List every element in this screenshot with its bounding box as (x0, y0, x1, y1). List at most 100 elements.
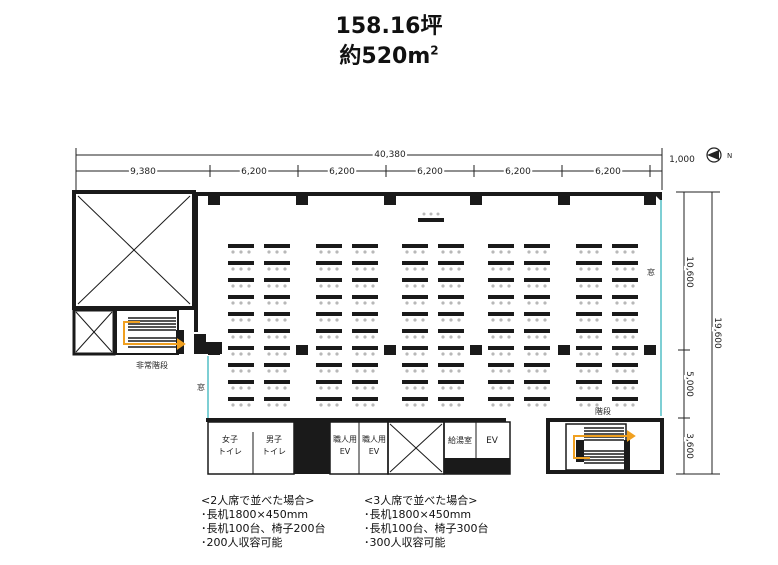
chair (543, 369, 547, 373)
dim-span-1: 9,380 (130, 167, 156, 177)
chair (543, 250, 547, 254)
chair (507, 250, 511, 254)
chair (623, 318, 627, 322)
chair (449, 284, 453, 288)
chair (371, 301, 375, 305)
chair (499, 250, 503, 254)
desk (612, 312, 638, 316)
chair (457, 386, 461, 390)
chair (623, 301, 627, 305)
desk (352, 329, 378, 333)
chair (457, 352, 461, 356)
chair (507, 369, 511, 373)
stairs-right-arrow-icon (573, 430, 636, 459)
chair (335, 386, 339, 390)
desk (612, 329, 638, 333)
chair (267, 369, 271, 373)
chair (231, 403, 235, 407)
chair (335, 403, 339, 407)
chair (239, 352, 243, 356)
chair (527, 301, 531, 305)
chair (363, 403, 367, 407)
podium-table (418, 212, 444, 222)
chair (413, 403, 417, 407)
chair (421, 284, 425, 288)
chair (587, 250, 591, 254)
desk (352, 312, 378, 316)
chair (283, 250, 287, 254)
chair (615, 403, 619, 407)
chair (543, 335, 547, 339)
desk (402, 397, 428, 401)
note-two-person-line-1: ･長机1800×450mm (201, 508, 309, 521)
chair (623, 284, 627, 288)
chair (355, 403, 359, 407)
chair (587, 369, 591, 373)
chair (231, 369, 235, 373)
chair (239, 369, 243, 373)
desk (612, 363, 638, 367)
chair (457, 284, 461, 288)
chair (355, 386, 359, 390)
chair (535, 267, 539, 271)
chair (413, 386, 417, 390)
chair (267, 335, 271, 339)
chair (275, 352, 279, 356)
chair (595, 369, 599, 373)
chair (449, 352, 453, 356)
chair (535, 335, 539, 339)
desk (488, 244, 514, 248)
chair (275, 335, 279, 339)
chair (623, 250, 627, 254)
chair (449, 301, 453, 305)
chair (413, 369, 417, 373)
chair (267, 318, 271, 322)
desk (524, 329, 550, 333)
desk (402, 346, 428, 350)
chair (595, 352, 599, 356)
desk (576, 244, 602, 248)
desk (264, 312, 290, 316)
desk (316, 295, 342, 299)
chair (335, 267, 339, 271)
window-label-right: 窓 (647, 267, 655, 277)
desk (488, 363, 514, 367)
chair (363, 284, 367, 288)
chair (623, 352, 627, 356)
chair (595, 284, 599, 288)
dim-right-inner-3: 3,600 (684, 433, 694, 459)
chair (449, 335, 453, 339)
void-shaft (72, 190, 196, 310)
chair (631, 284, 635, 288)
dim-span-4: 6,200 (417, 167, 443, 177)
chair (319, 284, 323, 288)
desk (524, 295, 550, 299)
desk (402, 380, 428, 384)
desk (576, 397, 602, 401)
svg-text:N: N (727, 152, 732, 160)
desk (352, 397, 378, 401)
chair (371, 318, 375, 322)
chair (579, 403, 583, 407)
chair (283, 267, 287, 271)
chair (355, 267, 359, 271)
desk (264, 329, 290, 333)
desk (524, 278, 550, 282)
desk (228, 346, 254, 350)
desk (576, 278, 602, 282)
desk (576, 329, 602, 333)
chair (327, 318, 331, 322)
chair (275, 369, 279, 373)
pantry-label: 給湯室 (448, 435, 472, 445)
chair (231, 284, 235, 288)
chair (543, 352, 547, 356)
desk (524, 261, 550, 265)
chair (421, 301, 425, 305)
chair (491, 352, 495, 356)
chair (623, 403, 627, 407)
desk (488, 278, 514, 282)
chair (579, 250, 583, 254)
desk (352, 295, 378, 299)
chair (283, 369, 287, 373)
